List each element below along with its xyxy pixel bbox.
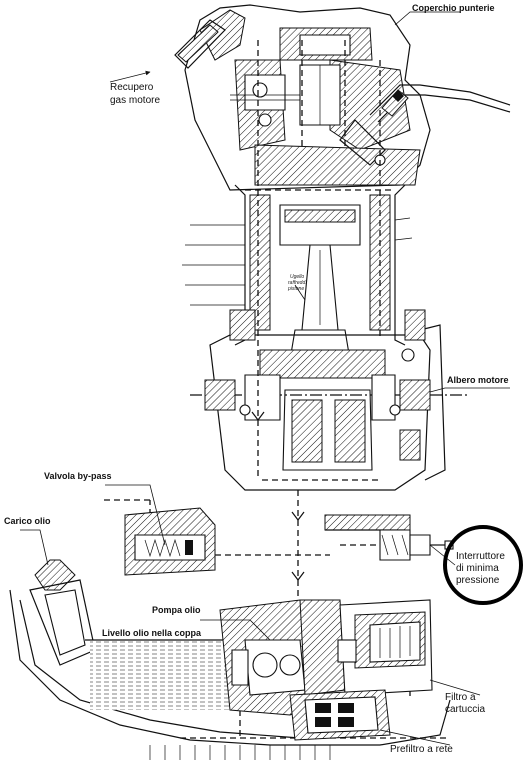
label-prefiltro: Prefiltro a rete: [390, 744, 453, 755]
pressure-switch: [324, 514, 454, 561]
oil-filler: [29, 559, 96, 666]
label-livello: Livello olio nella coppa: [102, 628, 202, 638]
cartridge-filter: [299, 599, 433, 696]
cylinder-barrel: [182, 184, 413, 361]
label-filtro-2: cartuccia: [445, 704, 485, 715]
label-carico: Carico olio: [4, 516, 51, 526]
label-recupero-2: gas motore: [110, 95, 160, 106]
sump-fins: [149, 745, 331, 760]
leader-lines: [20, 11, 510, 746]
highlight-ring: [443, 525, 523, 605]
bypass-valve: [124, 507, 216, 576]
label-ugello-2: raffredd.: [288, 280, 307, 286]
label-ugello-1: Ugello: [290, 274, 304, 280]
label-ugello-3: pistone: [287, 286, 304, 292]
label-interruttore-2: di minima: [456, 563, 499, 574]
label-valvola: Valvola by-pass: [44, 471, 112, 481]
mesh-prefilter: [289, 689, 391, 741]
label-interruttore-3: pressione: [456, 575, 500, 586]
crankcase: [190, 309, 470, 491]
label-pompa: Pompa olio: [152, 605, 201, 615]
label-coperchio: Coperchio punterie: [412, 3, 495, 13]
label-filtro-1: Filtro a: [445, 692, 476, 703]
label-albero: Albero motore: [447, 375, 509, 385]
breather-tube: [174, 19, 226, 69]
label-recupero-1: Recupero: [110, 82, 154, 93]
label-interruttore-1: Interruttore: [456, 551, 505, 562]
